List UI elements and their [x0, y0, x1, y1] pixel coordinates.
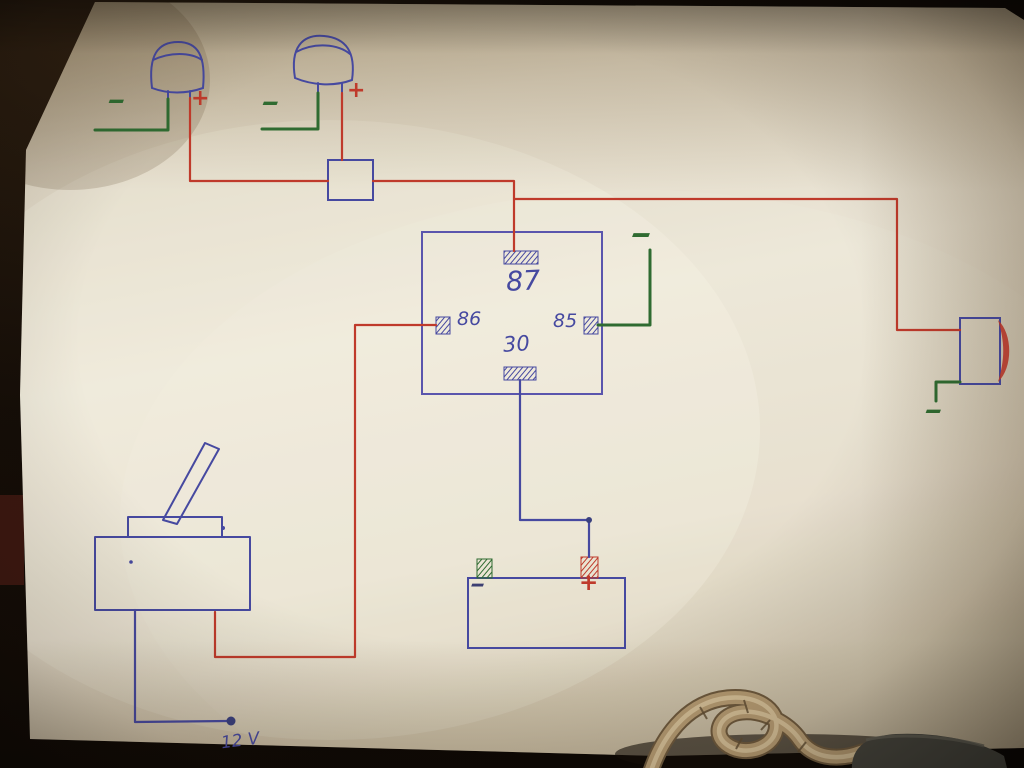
- background-red-spot: [0, 495, 24, 585]
- relay-pin-30: [503, 366, 537, 381]
- battery-negative-terminal: [476, 558, 493, 579]
- relay-pin-30-label: 30: [502, 331, 531, 357]
- aux-lamp-lens: [998, 320, 1010, 382]
- supply-voltage-label: 12 V: [219, 728, 261, 754]
- lamp-right-negative-label: -: [261, 88, 281, 116]
- blue-wires: [133, 378, 591, 724]
- relay-symbol: [421, 231, 603, 395]
- aux-lamp-symbol: [959, 317, 1010, 385]
- connection-dots: [226, 517, 592, 726]
- relay-pin-85-label: 85: [553, 310, 578, 332]
- relay-pin-85: [583, 316, 599, 335]
- battery-positive-label: +: [579, 570, 599, 596]
- lamp-left-negative-label: -: [107, 86, 127, 114]
- lamp-left-positive-label: +: [191, 86, 210, 111]
- toggle-switch-symbol: [94, 442, 251, 611]
- cable-on-table: [615, 689, 1007, 768]
- relay-ground-negative-label: -: [630, 217, 653, 250]
- relay-pin-87: [503, 250, 539, 265]
- relay-pin-87-label: 87: [505, 265, 542, 298]
- relay-pin-86: [435, 316, 451, 335]
- relay-pin-86-label: 86: [457, 308, 482, 330]
- battery-symbol: [467, 556, 626, 649]
- green-ground-wires: [93, 91, 962, 403]
- lamp-right-positive-label: +: [347, 78, 366, 103]
- aux-lamp-negative-label: -: [924, 396, 944, 424]
- battery-negative-label: -: [470, 572, 487, 596]
- red-positive-wires: [188, 91, 962, 659]
